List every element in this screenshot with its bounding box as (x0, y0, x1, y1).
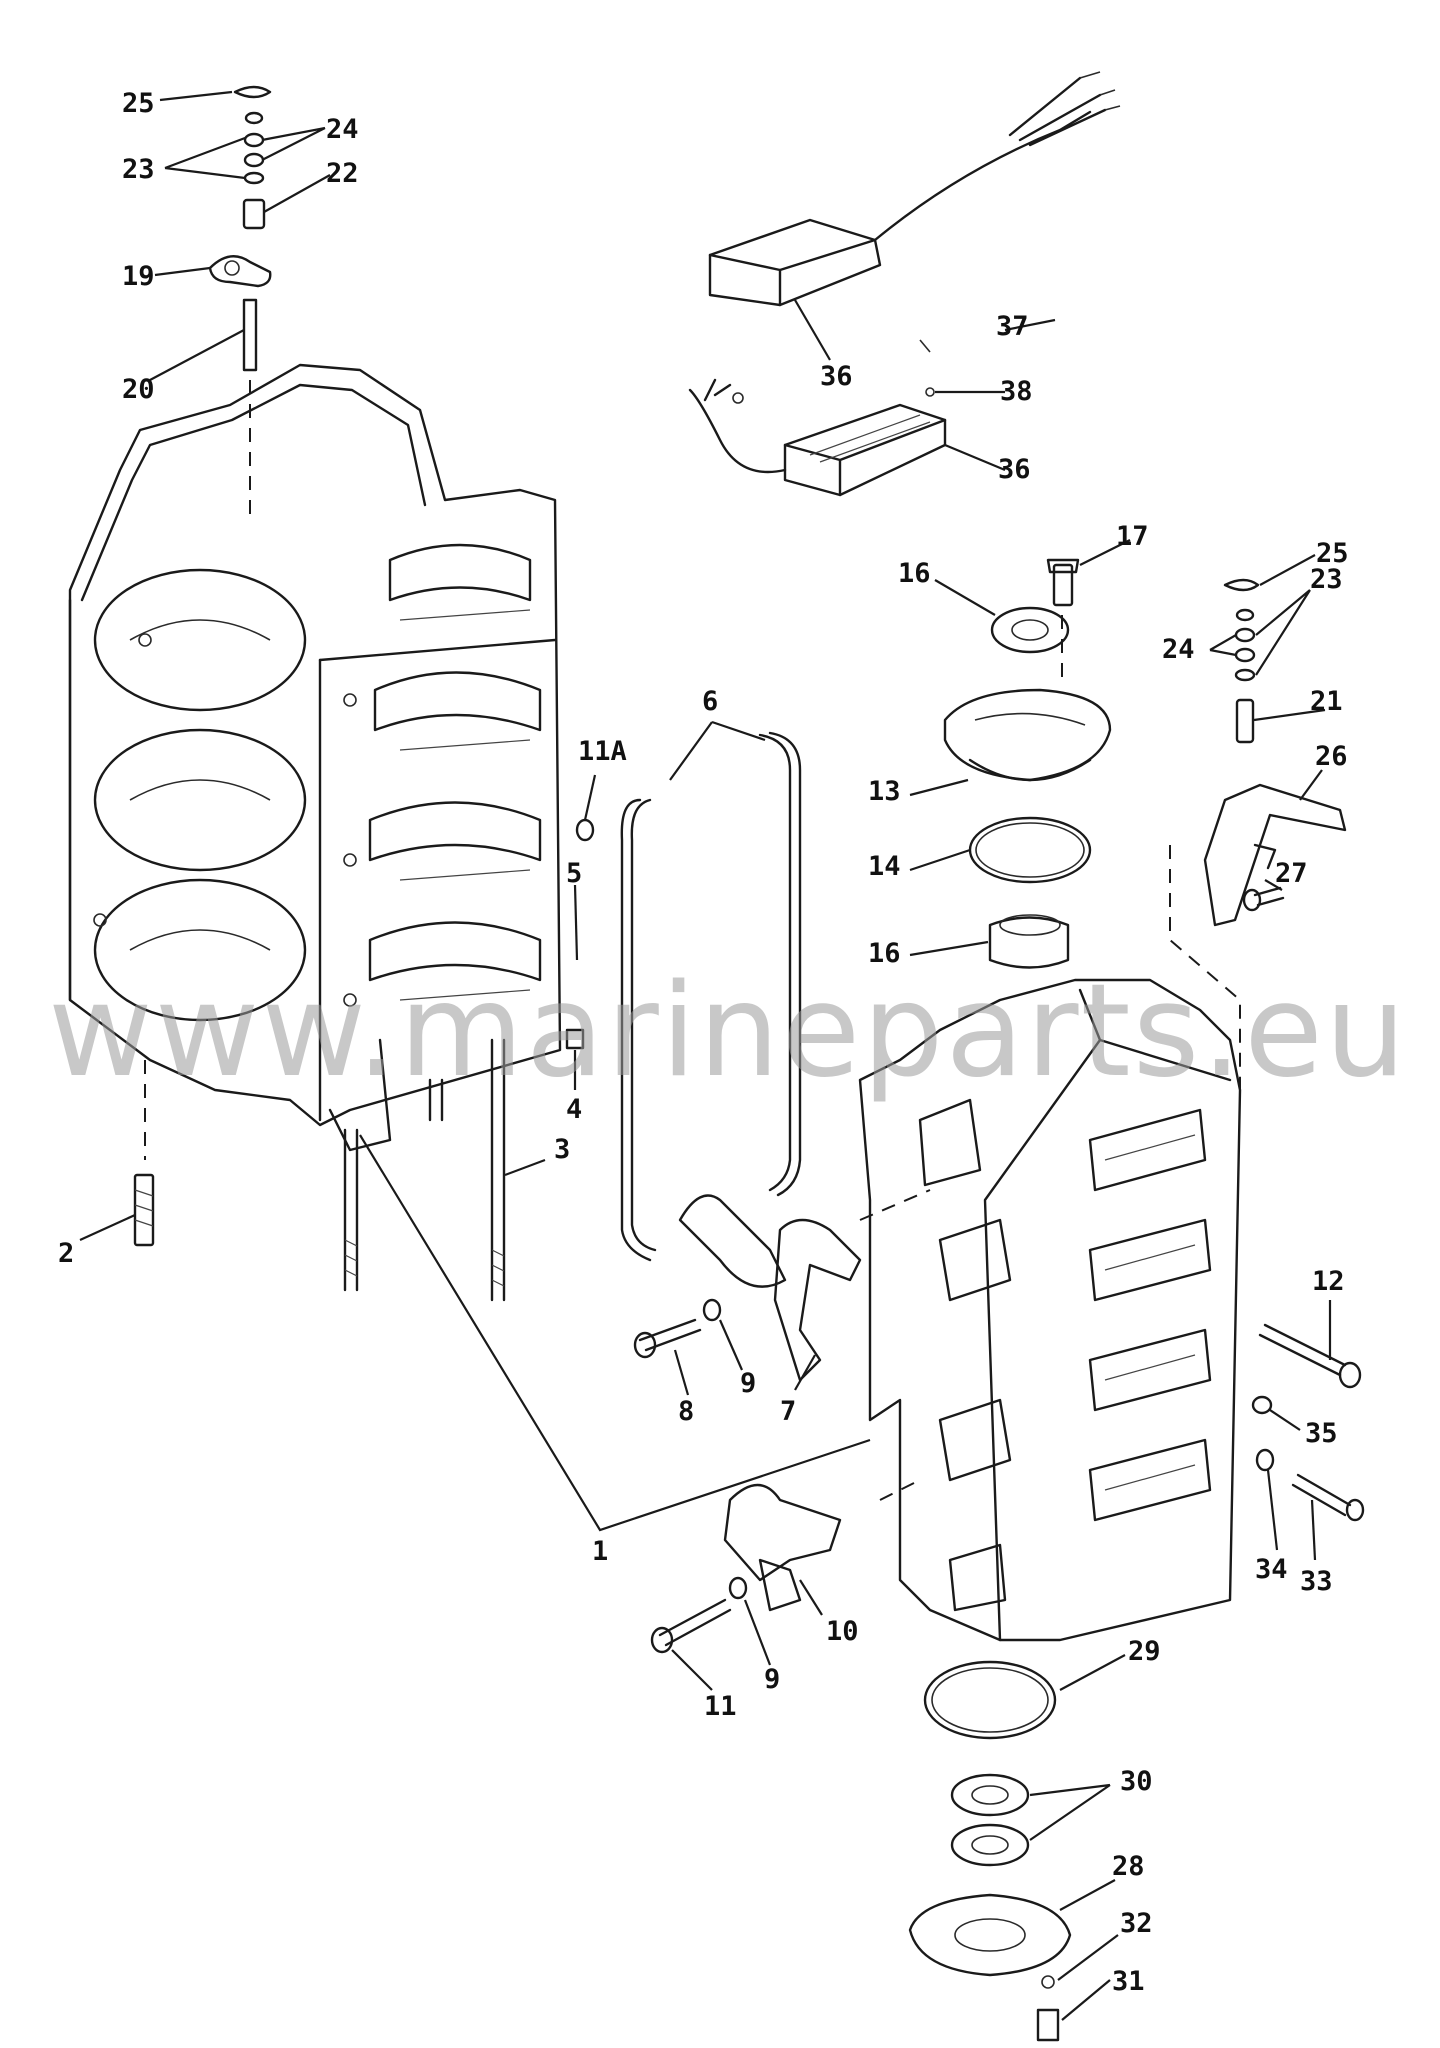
seal-strip-6 (620, 731, 802, 1262)
callout-4: 4 (566, 1094, 582, 1125)
switch-box-assembly (708, 71, 1121, 307)
callout-9: 9 (740, 1368, 756, 1399)
callout-21: 21 (1310, 686, 1343, 717)
callout-7: 7 (780, 1396, 796, 1427)
block-studs (343, 1038, 506, 1302)
stud-2 (133, 1060, 155, 1247)
callout-35: 35 (1305, 1418, 1338, 1449)
callout-31: 31 (1112, 1966, 1145, 1997)
callout-13: 13 (868, 776, 901, 807)
callout-36: 36 (998, 454, 1031, 485)
callout-labels: 25 24 23 22 19 20 37 36 38 36 17 16 25 2… (58, 88, 1349, 1997)
callout-16: 16 (898, 558, 931, 589)
lower-seal-stack (908, 1660, 1072, 2042)
watermark-text: www.marineparts.eu (48, 957, 1408, 1106)
callout-19: 19 (122, 261, 155, 292)
callout-28: 28 (1112, 1851, 1145, 1882)
callout-29: 29 (1128, 1636, 1161, 1667)
callout-1: 1 (592, 1536, 608, 1567)
callout-16: 16 (868, 938, 901, 969)
leader-lines (79, 90, 1332, 2021)
fastener-stack-top-left (208, 85, 272, 520)
callout-32: 32 (1120, 1908, 1153, 1939)
callout-11A: 11A (578, 736, 627, 767)
callout-38: 38 (1000, 376, 1033, 407)
callout-10: 10 (826, 1616, 859, 1647)
callout-25: 25 (122, 88, 155, 119)
callout-11: 11 (704, 1691, 737, 1722)
crankcase-cover-right-half (858, 978, 1242, 1642)
callout-20: 20 (122, 374, 155, 405)
callout-23: 23 (1310, 564, 1343, 595)
callout-2: 2 (58, 1238, 74, 1269)
callout-24: 24 (326, 114, 359, 145)
callout-30: 30 (1120, 1766, 1153, 1797)
fastener-stack-right (1169, 578, 1347, 1100)
callout-22: 22 (326, 158, 359, 189)
callout-6: 6 (702, 686, 718, 717)
callout-34: 34 (1255, 1554, 1288, 1585)
callout-14: 14 (868, 851, 901, 882)
callout-17: 17 (1116, 521, 1149, 552)
callout-27: 27 (1275, 858, 1308, 889)
callout-12: 12 (1312, 1266, 1345, 1297)
callout-5: 5 (566, 858, 582, 889)
bearing-caps (678, 1189, 931, 1612)
callout-3: 3 (554, 1134, 570, 1165)
upper-bearing-stack (943, 558, 1112, 969)
callout-8: 8 (678, 1396, 694, 1427)
callout-24: 24 (1162, 634, 1195, 665)
callout-9: 9 (764, 1664, 780, 1695)
callout-37: 37 (996, 311, 1029, 342)
callout-36: 36 (820, 361, 853, 392)
callout-33: 33 (1300, 1566, 1333, 1597)
rectifier-assembly (688, 339, 947, 497)
callout-26: 26 (1315, 741, 1348, 772)
callout-23: 23 (122, 154, 155, 185)
cylinder-block-left-half (68, 363, 562, 1152)
screws-and-washers (565, 818, 1365, 1654)
callout-25: 25 (1316, 538, 1349, 569)
